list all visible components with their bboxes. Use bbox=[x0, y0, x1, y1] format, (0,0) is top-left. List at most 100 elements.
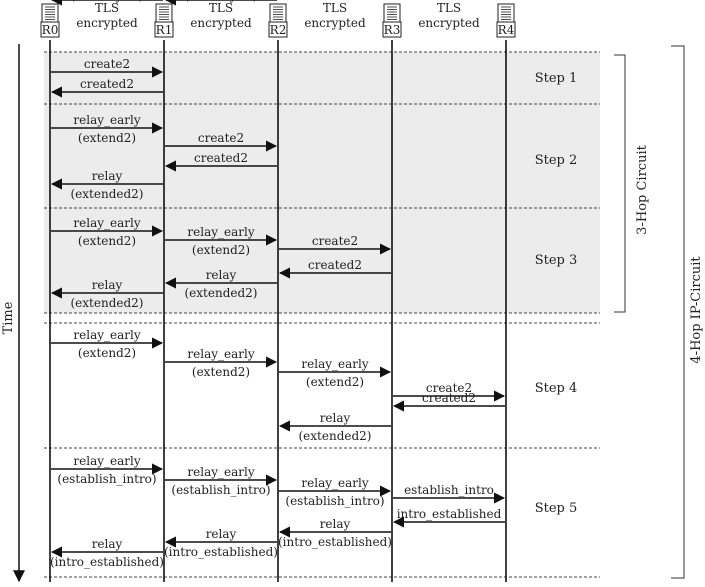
bracket-3-hop-label: 3-Hop Circuit bbox=[635, 144, 650, 234]
step-bands bbox=[44, 51, 600, 578]
link-label-line2: encrypted bbox=[418, 16, 480, 30]
link-label-line2: encrypted bbox=[76, 16, 138, 30]
node-label-box bbox=[40, 21, 60, 38]
link-label-line1: TLS bbox=[323, 1, 347, 15]
link-label-line1: TLS bbox=[437, 1, 461, 15]
message-label: relay_early bbox=[73, 113, 140, 127]
message: relay(intro_established) bbox=[278, 517, 392, 549]
message-label: create2 bbox=[84, 57, 130, 71]
message: relay (extended2) bbox=[164, 268, 277, 300]
node-label-box bbox=[496, 21, 516, 38]
node-label-box bbox=[268, 21, 288, 38]
server-icon bbox=[497, 3, 515, 23]
message-label: relay_early bbox=[73, 216, 140, 230]
message-label: establish_intro bbox=[404, 483, 494, 497]
message-label: relay_early bbox=[73, 328, 140, 342]
circuit-brackets: 3-Hop Circuit 4-Hop IP-Circuit bbox=[614, 45, 704, 579]
message: relay_early (extend2) bbox=[165, 347, 278, 379]
message: relay(extended2) bbox=[164, 0, 277, 6]
node-r0: R0 bbox=[40, 3, 60, 38]
lifelines bbox=[49, 40, 507, 582]
message-sublabel: (establish_intro) bbox=[171, 483, 270, 497]
step-band-shading bbox=[44, 52, 600, 104]
node-r2: R2 bbox=[268, 3, 288, 38]
node-label: R1 bbox=[156, 23, 173, 37]
message-sublabel: (extended2) bbox=[299, 429, 372, 443]
node-r4: R4 bbox=[496, 3, 516, 38]
node-label: R2 bbox=[270, 23, 287, 37]
time-axis: Time bbox=[1, 44, 25, 583]
message: relay(intro_established) bbox=[164, 527, 278, 559]
message: created2 bbox=[278, 258, 391, 279]
bracket-4-hop-label: 4-Hop IP-Circuit bbox=[689, 256, 704, 364]
message-sublabel: (extend2) bbox=[78, 131, 136, 145]
message-sublabel: (intro_established) bbox=[278, 535, 392, 549]
message: create2 bbox=[279, 234, 392, 255]
message-label: relay bbox=[92, 169, 123, 183]
node-label: R4 bbox=[498, 23, 515, 37]
message-label: relay bbox=[206, 0, 237, 3]
message: created2 bbox=[392, 391, 505, 412]
link-label-line1: TLS bbox=[95, 1, 119, 15]
message-label: relay_early bbox=[301, 476, 368, 490]
message: relay(extended2) bbox=[50, 0, 163, 6]
node-r3: R3 bbox=[382, 3, 402, 38]
message: relay_early(extend2) bbox=[51, 328, 164, 360]
message: relay_early (establish_intro) bbox=[51, 454, 164, 486]
message: relay_early (establish_intro) bbox=[165, 465, 278, 497]
message-label: create2 bbox=[198, 131, 244, 145]
link-label-line2: encrypted bbox=[304, 16, 366, 30]
message-label: relay bbox=[320, 411, 351, 425]
step-label: Step 2 bbox=[535, 153, 578, 168]
message-label: created2 bbox=[194, 151, 248, 165]
server-icon bbox=[269, 3, 287, 23]
message-label: created2 bbox=[80, 77, 134, 91]
message: create2 bbox=[51, 57, 164, 78]
message-label: relay_early bbox=[187, 225, 254, 239]
message-label: relay_early bbox=[187, 465, 254, 479]
step-label: Step 1 bbox=[535, 71, 578, 86]
message-sublabel: (extended2) bbox=[185, 286, 258, 300]
node-label-box bbox=[154, 21, 174, 38]
message: relay_early(establish_intro) bbox=[279, 476, 392, 508]
link-headers: TLS encrypted TLS encrypted TLS encrypte… bbox=[76, 1, 480, 30]
step-label: Step 5 bbox=[535, 501, 578, 516]
step-labels: Step 1 Step 2 Step 3 Step 4 Step 5 bbox=[535, 71, 578, 516]
step-label: Step 3 bbox=[535, 253, 578, 268]
message-sublabel: (extend2) bbox=[192, 243, 250, 257]
message-sublabel: (establish_intro) bbox=[57, 472, 156, 486]
message-sublabel: (extended2) bbox=[71, 296, 144, 310]
message: relay_early (extend2) bbox=[51, 216, 164, 248]
message: intro_established bbox=[392, 507, 505, 528]
message-label: relay_early bbox=[187, 347, 254, 361]
message: relay_early(extend2) bbox=[279, 357, 392, 389]
message-sublabel: (extend2) bbox=[78, 234, 136, 248]
message: relay (intro_established) bbox=[50, 537, 164, 569]
message-label: relay bbox=[92, 0, 123, 3]
server-icon bbox=[155, 3, 173, 23]
node-label: R3 bbox=[384, 23, 401, 37]
message: create2 bbox=[393, 381, 506, 402]
server-icon bbox=[383, 3, 401, 23]
messages: create2created2relay_early(extend2)creat… bbox=[50, 0, 506, 569]
node-r1: R1 bbox=[154, 3, 174, 38]
message-label: relay_early bbox=[73, 454, 140, 468]
step-band-shading bbox=[44, 208, 600, 313]
message-label: relay bbox=[92, 278, 123, 292]
bracket-3-hop bbox=[614, 54, 626, 313]
server-icon bbox=[41, 3, 59, 23]
message-label: relay bbox=[92, 537, 123, 551]
message-sublabel: (extend2) bbox=[192, 365, 250, 379]
message-label: create2 bbox=[426, 381, 472, 395]
message: created2 bbox=[50, 77, 163, 98]
message-label: created2 bbox=[308, 258, 362, 272]
message-label: create2 bbox=[312, 234, 358, 248]
message-sublabel: (extended2) bbox=[71, 0, 144, 3]
message-sublabel: (extended2) bbox=[185, 0, 258, 3]
bracket-4-hop bbox=[671, 45, 685, 579]
message: establish_intro bbox=[393, 483, 506, 504]
message-label: relay bbox=[206, 268, 237, 282]
message-sublabel: (intro_established) bbox=[50, 555, 164, 569]
link-label-line1: TLS bbox=[209, 1, 233, 15]
